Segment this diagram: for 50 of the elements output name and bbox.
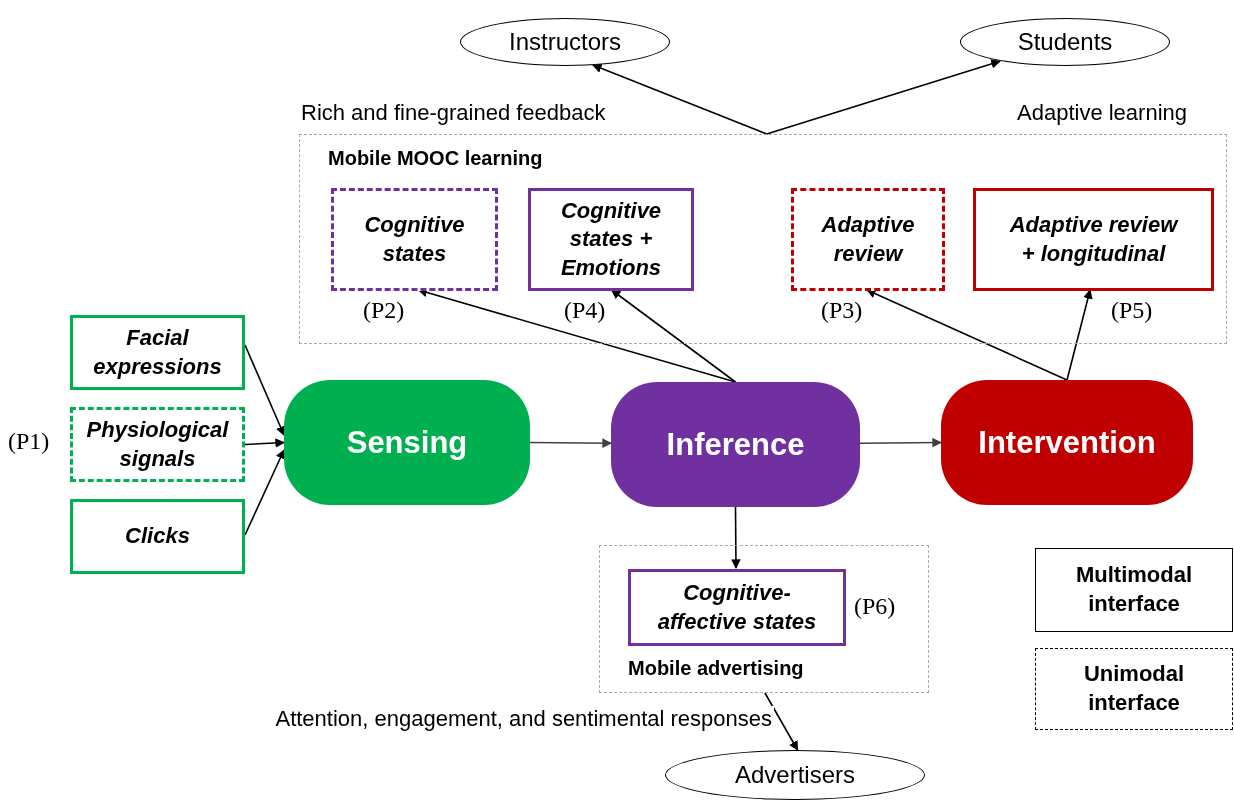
stage-box: [941, 380, 1193, 505]
process-box: [70, 315, 245, 390]
arrow: [244, 449, 285, 536]
legend-item: Multimodal interface: [1035, 548, 1233, 632]
group-box: [299, 134, 1227, 344]
node-label: Mobile MOOC learning: [328, 147, 543, 170]
paper-reference: (P6): [854, 593, 896, 620]
arrow: [244, 344, 285, 436]
legend-item: Unimodal interface: [1035, 648, 1233, 730]
node-label: Sensing: [346, 424, 468, 461]
arrow: [244, 438, 285, 448]
node-label: Intervention: [978, 424, 1156, 461]
process-box: [973, 188, 1214, 291]
node-label: Clicks: [125, 522, 190, 551]
arrow: [610, 289, 737, 383]
paper-reference: (P5): [1111, 297, 1153, 324]
node-label: Cognitive-affective states: [656, 578, 818, 636]
node-label: Students: [1017, 28, 1113, 56]
node-label: Adaptive review + longitudinal: [1008, 210, 1180, 268]
node-label: Facial expressions: [92, 323, 223, 381]
node-label: Cognitive states: [363, 210, 466, 268]
process-box: [528, 188, 694, 291]
arrow: [529, 438, 612, 448]
stage-box: [284, 380, 530, 505]
node-label: Inference: [666, 426, 805, 463]
arrow: [859, 437, 942, 448]
arrow: [1066, 289, 1093, 381]
arrow: [592, 63, 768, 135]
process-box: [70, 499, 245, 574]
process-box: [331, 188, 498, 291]
arrow: [764, 692, 799, 751]
arrow: [765, 59, 1001, 135]
paper-reference: (P1): [8, 428, 50, 455]
process-box: [791, 188, 945, 291]
arrow: [866, 289, 1068, 381]
edge-label: Attention, engagement, and sentimental responses: [273, 706, 774, 732]
arrow: [731, 506, 741, 569]
paper-reference: (P4): [564, 297, 606, 324]
node-label: Adaptive review: [820, 210, 916, 268]
process-box: [628, 569, 846, 646]
node-label: Instructors: [509, 28, 621, 56]
node-label: Advertisers: [734, 761, 855, 789]
node-label: Cognitive states + Emotions: [559, 196, 663, 282]
process-box: [70, 407, 245, 482]
paper-reference: (P2): [363, 297, 405, 324]
node-label: Mobile advertising: [628, 657, 804, 680]
group-box: [599, 545, 929, 693]
node-label: Physiological signals: [85, 415, 230, 473]
stage-box: [611, 382, 860, 507]
paper-reference: (P3): [821, 297, 863, 324]
